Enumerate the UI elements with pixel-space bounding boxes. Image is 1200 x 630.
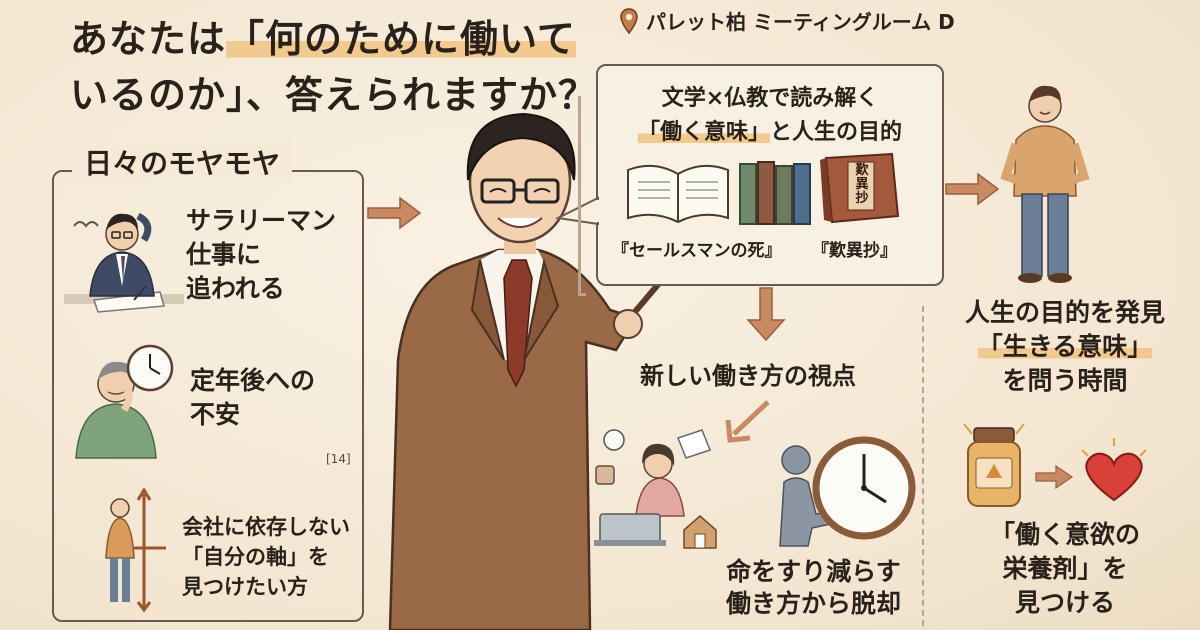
left-item-1-text: サラリーマン 仕事に 追われる (186, 204, 336, 306)
middle-heading: 新しい働き方の視点 (640, 362, 856, 390)
panel-frame-line (578, 96, 586, 296)
citation: [14] (326, 452, 351, 466)
left-item-3-text: 会社に依存しない 「自分の軸」を 見つけたい方 (182, 512, 350, 602)
page-title-line2: いるのか」、答えられますか？ (70, 73, 598, 117)
text-line: サラリーマン (186, 206, 337, 235)
heading-highlight: 「働く意味」 (637, 120, 770, 145)
purpose-highlight: 「生きる意味」 (977, 332, 1153, 361)
location-text: パレット柏 ミーティングルーム D (646, 10, 955, 34)
standing-person-illustration (1000, 84, 1090, 284)
text-line: 「自分の軸」を (182, 545, 329, 569)
text-line: 人生の目的を発見 (964, 298, 1165, 327)
text-line: 栄養剤」を (1002, 554, 1128, 583)
heading-line: 「働く意味」と人生の目的 (600, 116, 940, 150)
anxious-senior-illustration (68, 340, 188, 460)
overworked-woman-illustration (592, 420, 732, 550)
speaker-illustration (380, 110, 675, 630)
book1-label: 『セールスマンの死』 (612, 241, 782, 261)
book2-label: 『歎異抄』 (812, 241, 897, 261)
heart-icon (1076, 436, 1152, 506)
text-line: 追われる (186, 274, 285, 303)
person-axis-illustration (86, 487, 186, 613)
supplement-jar-icon (958, 414, 1030, 510)
title-highlight: 「何のために働いて (226, 17, 576, 61)
text-line: を問う時間 (1002, 366, 1128, 395)
page-title-line1: あなたは「何のために働いて (70, 8, 576, 63)
text-line: 不安 (190, 400, 241, 429)
book-panel-heading: 文学×仏教で読み解く 「働く意味」と人生の目的 (600, 82, 940, 150)
worried-salaryman-illustration (64, 196, 184, 316)
map-pin-icon (620, 7, 638, 34)
dashed-divider (922, 306, 924, 626)
title-part: あなたは (70, 17, 227, 61)
right-purpose-text: 人生の目的を発見 「生きる意味」 を問う時間 (940, 296, 1190, 398)
arrow-right-icon (944, 170, 1000, 208)
arrow-right-icon (1034, 464, 1074, 490)
arrow-down-icon (746, 286, 786, 342)
arrow-down-left-icon (722, 398, 772, 444)
left-panel-title: 日々のモヤモヤ (72, 142, 293, 182)
text-line: 会社に依存しない (182, 515, 350, 539)
text-line: 「働く意欲の (989, 520, 1140, 549)
text-line: 見つける (1014, 588, 1115, 617)
heading-line: 文学×仏教で読み解く (661, 86, 879, 111)
book-stack-icon (738, 160, 812, 226)
text-line: 仕事に (186, 240, 262, 269)
open-book-icon (626, 160, 730, 224)
book-cover-title: 歎異抄 (855, 163, 869, 206)
text-line: 「生きる意味」 (940, 330, 1190, 364)
tannisho-book-icon (818, 152, 900, 226)
text-line: 見つけたい方 (182, 575, 308, 599)
heading-rest: と人生の目的 (770, 120, 903, 145)
person-pushing-clock-illustration (762, 418, 916, 548)
left-item-2-text: 定年後への 不安 (190, 364, 315, 432)
text-line: 定年後への (190, 366, 316, 395)
location: パレット柏 ミーティングルーム D (620, 6, 955, 35)
text-line: 働き方から脱却 (726, 589, 902, 618)
text-line: 命をすり減らす (726, 557, 901, 586)
arrow-right-icon (366, 194, 422, 232)
middle-caption: 命をすり減らす 働き方から脱却 (726, 556, 901, 620)
right-motivation-text: 「働く意欲の 栄養剤」を 見つける (950, 518, 1180, 620)
